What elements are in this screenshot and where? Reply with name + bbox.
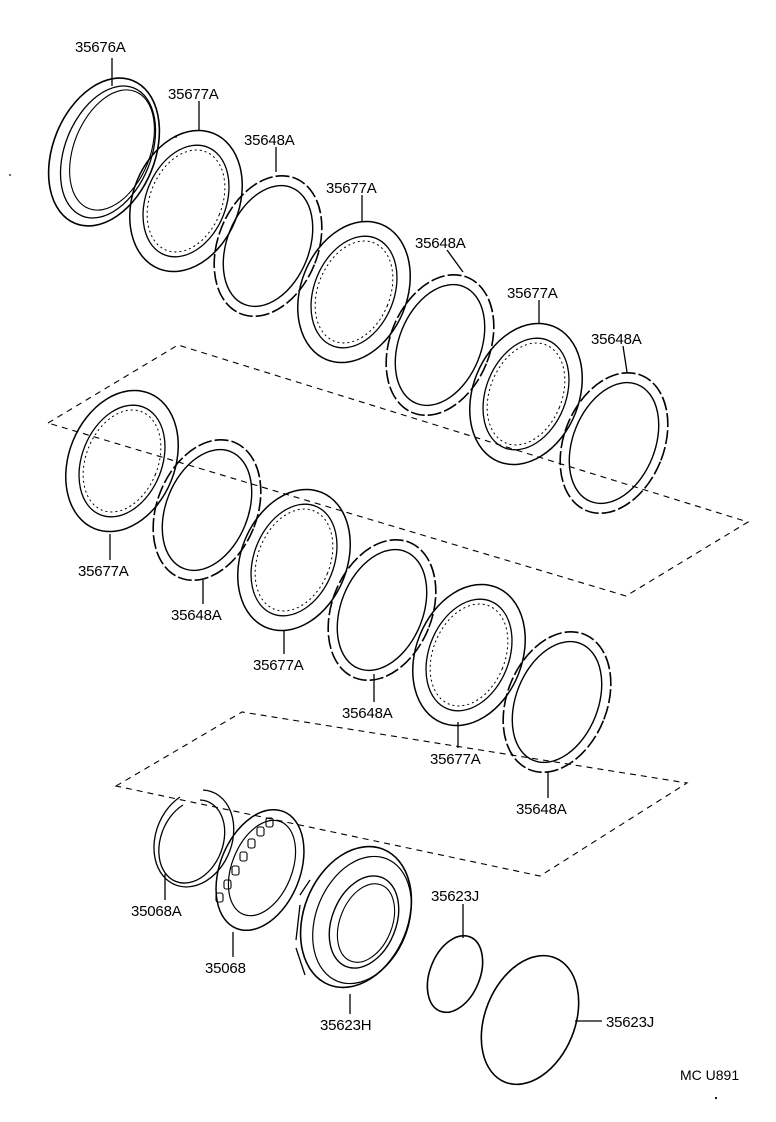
label-disc-3: 35677A xyxy=(507,285,558,302)
o-ring-inner xyxy=(426,934,484,1014)
label-disc-1: 35677A xyxy=(168,86,219,103)
scan-dot xyxy=(175,136,177,138)
clutch-pack-group-outline xyxy=(46,344,750,597)
label-disc-2: 35677A xyxy=(326,180,377,197)
scan-dot xyxy=(714,1096,718,1100)
label-piston: 35623H xyxy=(320,1017,371,1034)
snap-ring xyxy=(153,789,235,888)
label-plate-6: 35648A xyxy=(516,801,567,818)
clutch-plate xyxy=(559,371,669,515)
scan-dot xyxy=(9,174,11,176)
label-o-ring-inner: 35623J xyxy=(431,888,479,905)
piston xyxy=(295,845,413,989)
clutch-plate xyxy=(385,273,495,417)
label-plate-2: 35648A xyxy=(415,235,466,252)
clutch-disc xyxy=(412,583,526,727)
clutch-plate xyxy=(152,438,262,582)
label-plate-4: 35648A xyxy=(171,607,222,624)
clutch-plate xyxy=(327,538,437,682)
label-disc-4: 35677A xyxy=(78,563,129,580)
drawing-code: MC U891 xyxy=(680,1067,739,1083)
label-plate-1: 35648A xyxy=(244,132,295,149)
clutch-disc xyxy=(297,220,411,364)
piston-group-outline xyxy=(114,711,689,877)
clutch-flange-plate xyxy=(47,77,161,227)
label-snap-ring: 35068A xyxy=(131,903,182,920)
clutch-disc xyxy=(129,129,243,273)
label-35676A: 35676A xyxy=(75,39,126,56)
label-disc-5: 35677A xyxy=(253,657,304,674)
clutch-disc xyxy=(65,389,179,533)
clutch-plate xyxy=(502,630,612,774)
clutch-disc xyxy=(469,322,583,466)
label-plate-5: 35648A xyxy=(342,705,393,722)
spring-retainer xyxy=(215,808,305,932)
o-ring-outer xyxy=(480,954,580,1086)
label-o-ring-outer: 35623J xyxy=(606,1014,654,1031)
label-spring-retainer: 35068 xyxy=(205,960,246,977)
label-disc-6: 35677A xyxy=(430,751,481,768)
clutch-disc xyxy=(237,488,351,632)
label-plate-3: 35648A xyxy=(591,331,642,348)
leader-lines xyxy=(109,58,628,1022)
